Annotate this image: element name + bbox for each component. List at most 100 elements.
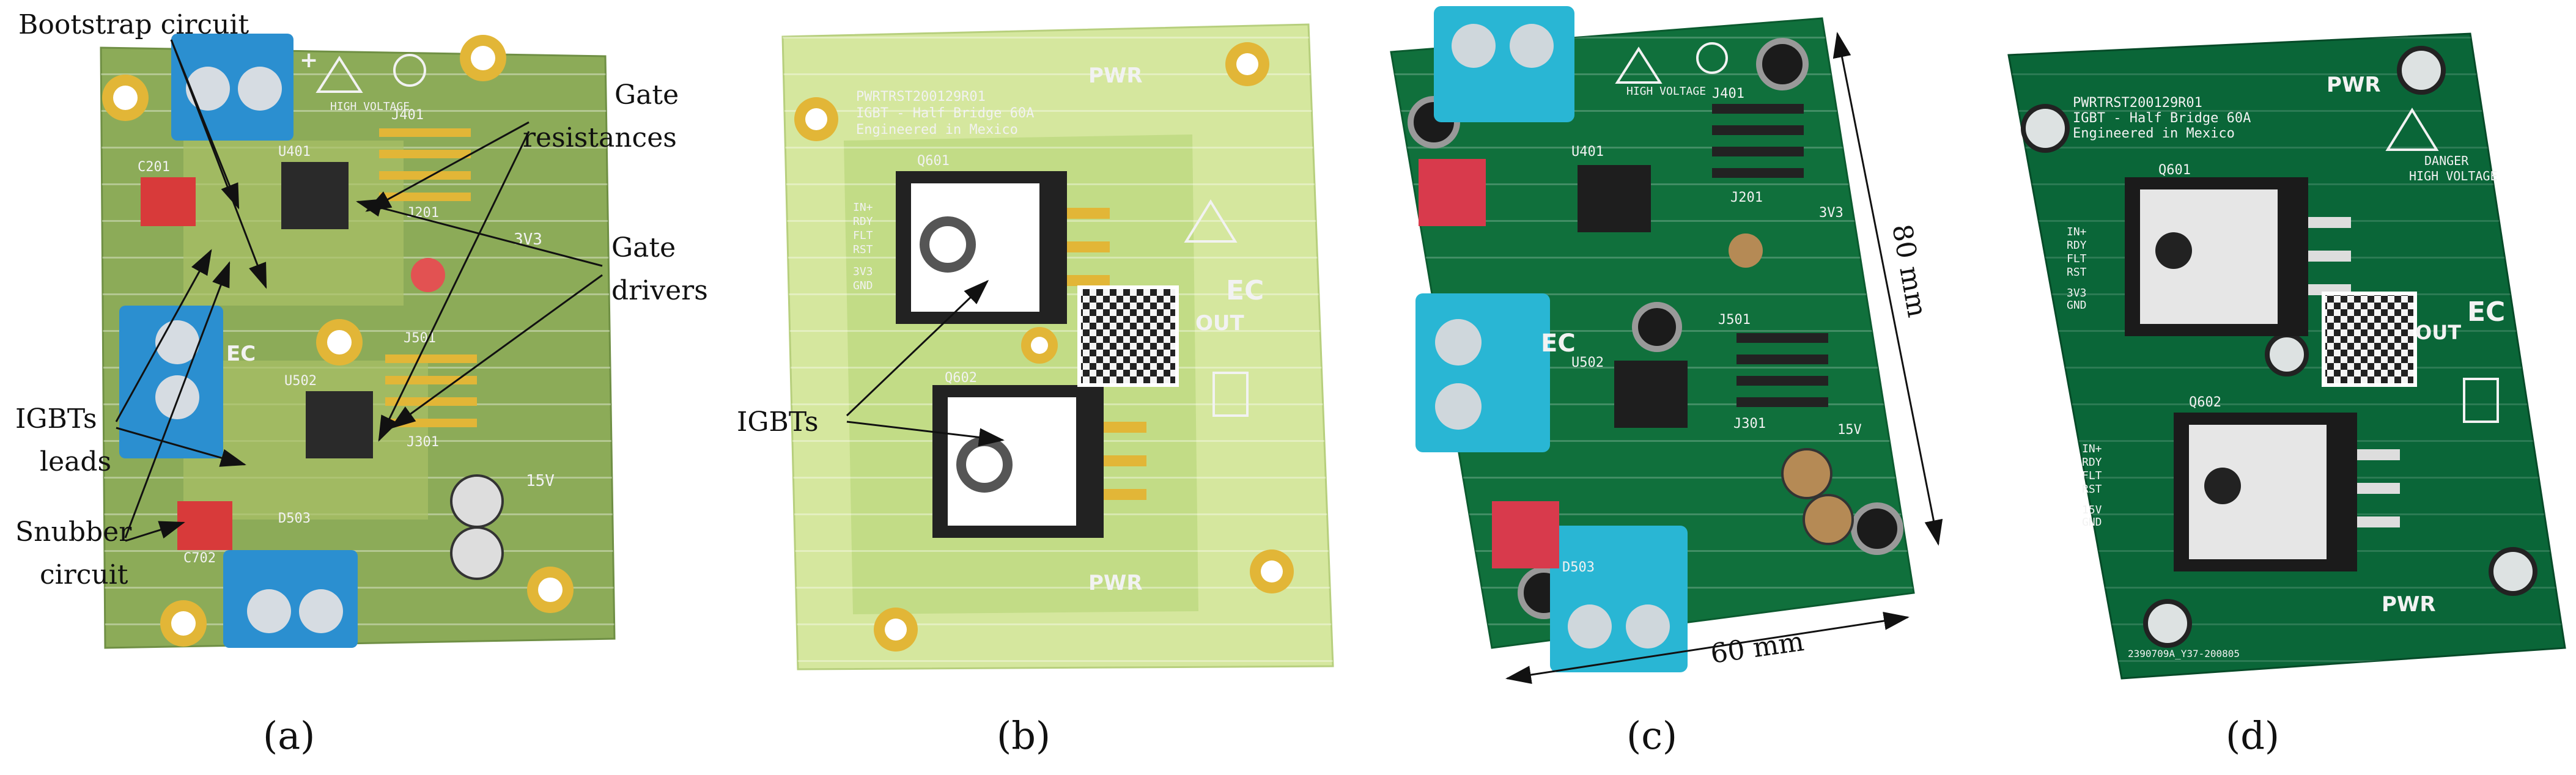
- header-j401: [379, 128, 471, 201]
- mounting-holes: [102, 35, 574, 647]
- pin-labels-b: IN+ RDY FLT RST 3V3 GND: [853, 201, 873, 292]
- label-gate-drivers-1: Gate: [611, 232, 676, 263]
- silk-out-d: OUT: [2415, 321, 2461, 344]
- silk-pwr-bottom: PWR: [1088, 571, 1143, 595]
- svg-text:3V3: 3V3: [2067, 287, 2087, 299]
- label-bootstrap-circuit: Bootstrap circuit: [18, 9, 249, 40]
- silk-pwr-bottom-d: PWR: [2382, 592, 2436, 617]
- terminal-block-top-c: [1434, 6, 1574, 122]
- silk-danger-hv: HIGH VOLTAGE: [330, 100, 410, 113]
- panel-c-photo-board: EC U401 U502 J401 J201 J501 J301 3V3 15V…: [1390, 6, 1915, 672]
- silk-15v-c: 15V: [1837, 422, 1862, 438]
- gate-driver-ic-u401-c: [1578, 165, 1651, 232]
- svg-text:RST: RST: [2082, 483, 2102, 496]
- terminal-block-mid: [119, 306, 223, 458]
- label-gate-drivers-2: drivers: [611, 275, 708, 306]
- svg-text:RDY: RDY: [2082, 456, 2102, 469]
- panel-b-annotations: IGBTs: [737, 279, 1005, 447]
- svg-text:FLT: FLT: [2067, 252, 2087, 265]
- silk-pwr-top-d: PWR: [2327, 73, 2381, 97]
- silk-out: OUT: [1195, 311, 1245, 336]
- snubber-cap-red-top: [1419, 159, 1486, 226]
- pin-labels-d: IN+ RDY FLT RST 3V3 GND IN+ RDY FLT RST …: [2067, 226, 2102, 529]
- hv-warning-icon: [316, 56, 363, 93]
- silk-j401-c: J401: [1712, 86, 1744, 101]
- qr-code: [1077, 285, 1179, 387]
- svg-text:IN+: IN+: [2082, 443, 2102, 455]
- mounting-holes: [794, 42, 1294, 652]
- svg-text:IN+: IN+: [2067, 226, 2087, 238]
- snubber-cap-c702: [177, 501, 232, 550]
- svg-text:3V3: 3V3: [853, 265, 873, 278]
- svg-text:GND: GND: [2082, 516, 2102, 529]
- terminal-block-bottom: [223, 550, 358, 648]
- panel-b-render-board: PWRTRST200129R01 IGBT - Half Bridge 60A …: [781, 23, 1334, 670]
- electrolytic-cap-c: [1803, 494, 1854, 545]
- svg-text:RDY: RDY: [853, 215, 873, 228]
- electrolytic-cap: [450, 474, 504, 528]
- silk-pwr-top: PWR: [1088, 64, 1143, 88]
- caption-a: (a): [263, 713, 315, 758]
- label-gate-resistances-2: resistances: [523, 122, 677, 153]
- silk-15v: 15V: [526, 472, 555, 490]
- terminal-block-mid-c: [1415, 293, 1550, 452]
- silk-hv-d: HIGH VOLTAGE: [2409, 169, 2498, 183]
- snubber-cap-c201: [141, 177, 196, 226]
- silk-serial-d: 2390709A_Y37-200805: [2128, 648, 2240, 659]
- weee-bin-icon: [1212, 372, 1249, 417]
- silk-plus: +: [300, 48, 318, 73]
- label-igbts-leads-1: IGBTs: [15, 403, 97, 435]
- label-dim-height: 80 mm: [1886, 222, 1933, 320]
- svg-text:GND: GND: [2067, 299, 2087, 312]
- electrolytic-cap: [450, 526, 504, 580]
- silk-j201-c: J201: [1730, 190, 1763, 205]
- silk-model-d: PWRTRST200129R01: [2073, 95, 2202, 111]
- silk-ec-b: EC: [1226, 275, 1264, 306]
- igbt-q602-d: [2174, 413, 2400, 571]
- bootstrap-cap: [411, 258, 445, 292]
- snubber-cap-red-bottom: [1492, 501, 1559, 568]
- silk-c702: C702: [183, 551, 216, 566]
- header-pins-c: [1712, 104, 1828, 407]
- svg-text:RDY: RDY: [2067, 239, 2087, 252]
- hv-warning-icon: [1615, 46, 1663, 84]
- svg-text:IN+: IN+: [853, 201, 873, 214]
- label-snubber-2: circuit: [40, 559, 128, 590]
- electrolytic-cap-c: [1781, 448, 1832, 499]
- silk-u401: U401: [278, 144, 311, 160]
- esd-icon: [1696, 42, 1728, 74]
- gate-driver-ic-u502-c: [1614, 361, 1688, 428]
- svg-text:FLT: FLT: [2082, 469, 2102, 482]
- caption-b: (b): [997, 713, 1050, 758]
- silk-q601: Q601: [917, 153, 950, 169]
- silk-model: PWRTRST200129R01: [856, 89, 986, 105]
- label-igbts: IGBTs: [737, 406, 819, 438]
- label-snubber-1: Snubber: [15, 516, 132, 548]
- silk-origin: Engineered in Mexico: [856, 122, 1018, 138]
- gate-driver-ic-u502: [306, 391, 373, 458]
- silk-d503-c: D503: [1562, 560, 1595, 575]
- silk-j301: J301: [407, 435, 439, 450]
- panel-a-annotations: Bootstrap circuit Gate resistances Gate …: [15, 9, 708, 590]
- hv-warning-icon: [2385, 108, 2439, 151]
- silk-desc: IGBT - Half Bridge 60A: [856, 106, 1034, 121]
- weee-bin-icon: [2463, 378, 2499, 423]
- silk-u502: U502: [284, 373, 317, 389]
- silk-q602-d: Q602: [2189, 395, 2221, 410]
- silk-j401: J401: [391, 108, 424, 123]
- silk-3v3-c: 3V3: [1819, 205, 1843, 221]
- svg-text:15V: 15V: [2082, 504, 2102, 516]
- gate-driver-ic-u401: [281, 162, 349, 229]
- silk-u502-c: U502: [1571, 355, 1604, 370]
- silk-j501-c: J501: [1718, 312, 1751, 328]
- hv-warning-icon: [1184, 199, 1238, 243]
- silk-c201: C201: [138, 160, 170, 175]
- bootstrap-cap-c: [1729, 233, 1763, 268]
- label-igbts-leads-2: leads: [40, 446, 111, 477]
- silk-j301-c: J301: [1733, 416, 1766, 432]
- label-gate-resistances-1: Gate: [614, 79, 679, 111]
- silk-ec-c: EC: [1541, 329, 1576, 358]
- panel-d-photo-board: PWRTRST200129R01 IGBT - Half Bridge 60A …: [2007, 32, 2566, 680]
- svg-text:GND: GND: [853, 279, 873, 292]
- silk-u401-c: U401: [1571, 144, 1604, 160]
